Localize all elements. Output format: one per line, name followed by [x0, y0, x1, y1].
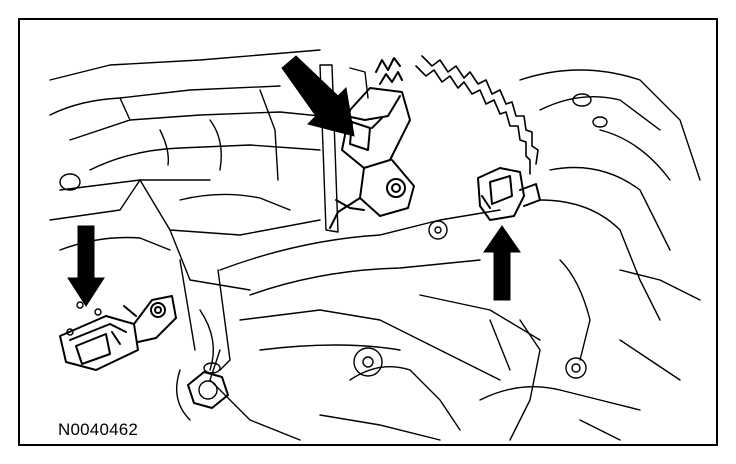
engine-line-drawing — [49, 49, 701, 441]
electrical-connector — [477, 167, 541, 221]
sensor-lower-left — [59, 295, 177, 371]
wiring-harness — [415, 55, 539, 175]
engine-casting-right — [479, 69, 701, 441]
arrow-sensor-lower-left — [67, 225, 105, 307]
diagram-frame: N0040462 — [18, 18, 718, 446]
arrow-connector-right — [483, 225, 521, 301]
camshaft-sensor — [329, 57, 415, 229]
figure-id-label: N0040462 — [58, 420, 139, 439]
transmission-housing — [179, 64, 541, 441]
engine-block-left — [49, 49, 321, 336]
arrow-camshaft-sensor — [281, 55, 355, 137]
mounting-bolt — [176, 369, 229, 421]
